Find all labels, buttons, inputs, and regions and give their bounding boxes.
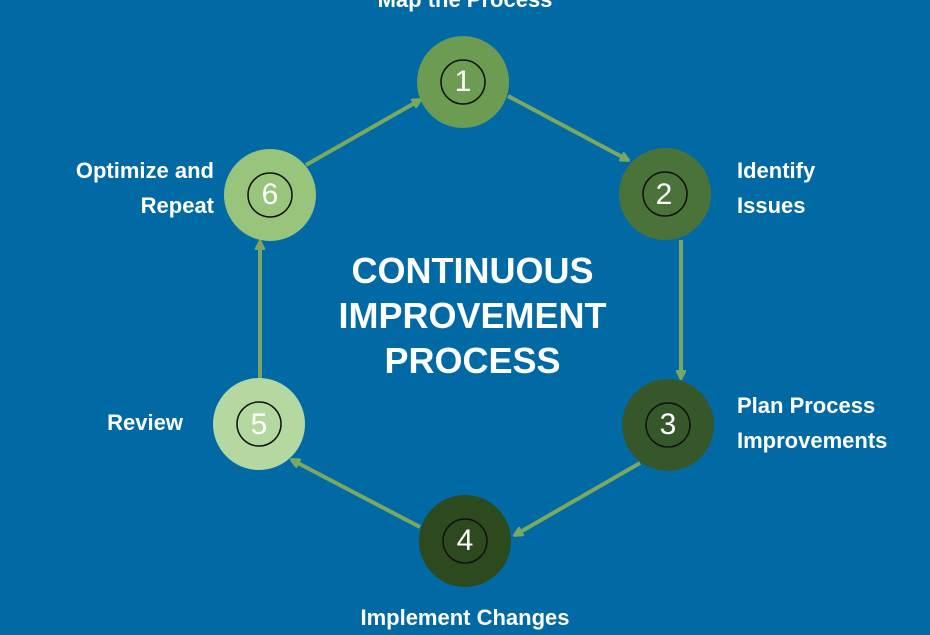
arrow-6-1: [305, 100, 420, 167]
step-number: 6: [261, 178, 279, 211]
diagram-title: CONTINUOUS IMPROVEMENT PROCESS: [265, 248, 680, 383]
step-number-ring: [642, 171, 688, 217]
step-label-3: Plan Process Improvements: [737, 393, 888, 453]
cycle-graphic: [213, 36, 714, 587]
step-label-4: Implement Changes: [360, 605, 570, 630]
step-number: 3: [659, 408, 677, 441]
title-line: IMPROVEMENT: [338, 295, 607, 336]
arrow-3-4: [515, 461, 641, 535]
step-number-ring: [236, 401, 282, 447]
step-label-5: Review: [107, 410, 183, 435]
step-number-ring: [442, 518, 488, 564]
step-circle-5: [213, 378, 305, 470]
step-number-ring: [645, 402, 691, 448]
step-number-ring: [440, 59, 486, 105]
step-circle-3: [622, 379, 714, 471]
arrow-1-2: [507, 94, 628, 160]
step-label-1: Map the Process: [330, 0, 600, 17]
step-number: 5: [250, 408, 268, 441]
arrow-4-5: [292, 460, 421, 529]
step-number-ring: [247, 172, 293, 218]
step-label-2: Identify Issues: [737, 158, 816, 218]
step-number: 2: [655, 178, 673, 211]
step-circle-1: [417, 36, 509, 128]
step-number: 1: [454, 65, 472, 98]
title-line: PROCESS: [384, 340, 561, 381]
step-circle-4: [419, 495, 511, 587]
step-circle-2: [619, 148, 711, 240]
step-label-6: Optimize and Repeat: [75, 158, 214, 218]
title-line: CONTINUOUS: [351, 250, 594, 291]
step-circle-6: [224, 149, 316, 241]
step-number: 4: [456, 524, 474, 557]
